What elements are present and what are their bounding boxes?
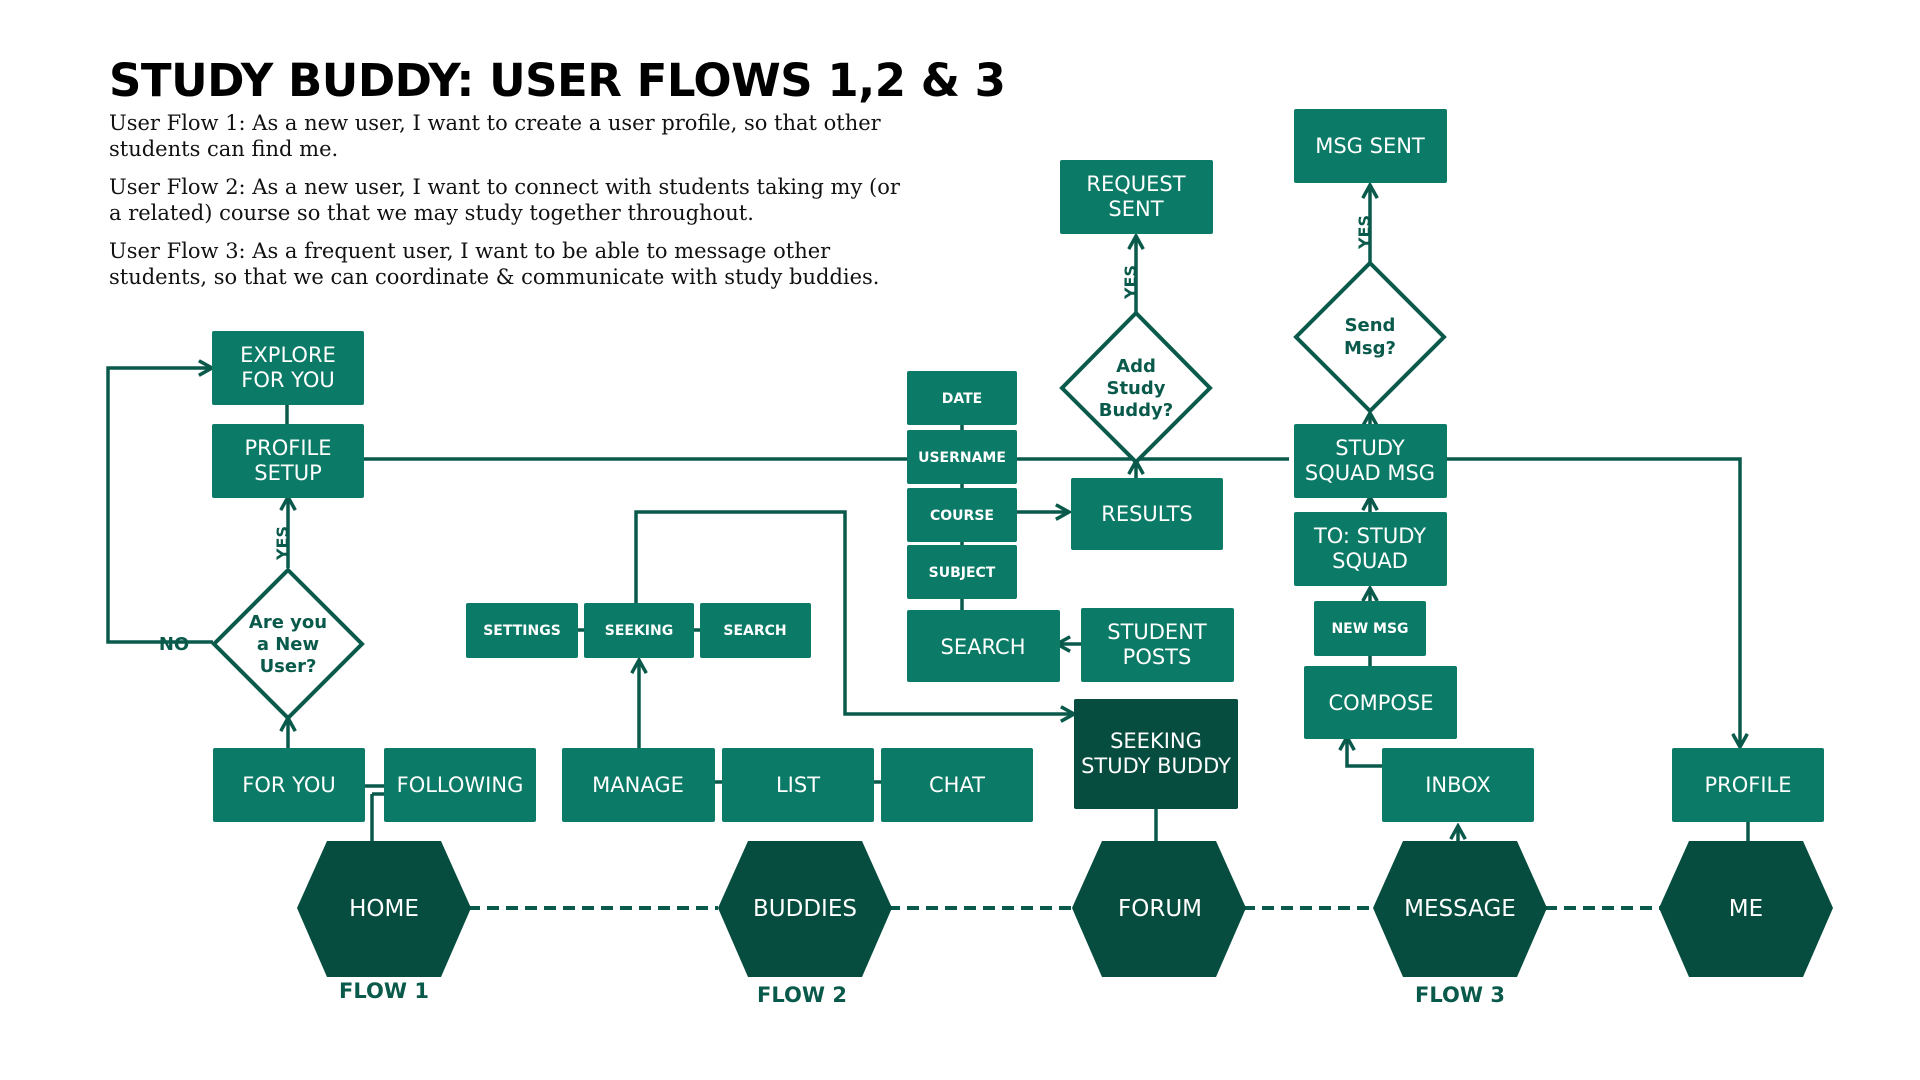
yes-label-flow3: YES <box>1355 215 1374 250</box>
node-student-posts-line1: STUDENT <box>1107 620 1207 644</box>
decision-new-user-line2: a New <box>257 634 319 655</box>
node-compose-label: COMPOSE <box>1328 691 1433 715</box>
user-flow-1-story: User Flow 1: As a new user, I want to cr… <box>109 111 881 161</box>
node-following-label: FOLLOWING <box>397 773 524 797</box>
flow-2-label: FLOW 2 <box>757 983 847 1007</box>
hex-tab-home-label: HOME <box>349 896 419 922</box>
hex-tab-forum-label: FORUM <box>1118 896 1202 922</box>
hex-tab-forum[interactable]: FORUM <box>1072 841 1246 977</box>
decision-send-msg: Send Msg? <box>1293 260 1447 414</box>
edge-home-foryou <box>362 784 385 842</box>
node-msg-sent-label: MSG SENT <box>1315 134 1425 158</box>
flow-1-label: FLOW 1 <box>339 979 429 1003</box>
node-request-sent-line2: SENT <box>1108 197 1163 221</box>
node-request-sent-line1: REQUEST <box>1086 172 1185 196</box>
decision-new-user: Are you a New User? <box>211 567 365 721</box>
decision-new-user-line1: Are you <box>249 612 327 633</box>
node-search-label: SEARCH <box>941 635 1026 659</box>
node-new-msg[interactable]: NEW MSG <box>1314 601 1426 656</box>
node-explore-line2: FOR YOU <box>241 368 334 392</box>
user-flow-2-story: User Flow 2: As a new user, I want to co… <box>109 175 900 225</box>
hex-tab-buddies[interactable]: BUDDIES <box>718 841 892 977</box>
node-profile-setup[interactable]: PROFILE SETUP <box>212 424 364 498</box>
node-settings[interactable]: SETTINGS <box>466 603 578 658</box>
node-for-you-label: FOR YOU <box>242 773 335 797</box>
node-results-label: RESULTS <box>1101 502 1193 526</box>
node-explore-line1: EXPLORE <box>240 343 336 367</box>
hex-tab-me[interactable]: ME <box>1659 841 1833 977</box>
decision-new-user-line3: User? <box>260 656 317 677</box>
node-profile-setup-line2: SETUP <box>254 461 321 485</box>
filter-username[interactable]: USERNAME <box>907 430 1017 484</box>
node-to-squad-line2: SQUAD <box>1332 549 1408 573</box>
node-study-squad-msg[interactable]: STUDY SQUAD MSG <box>1294 424 1447 498</box>
hex-tab-message-label: MESSAGE <box>1404 896 1516 922</box>
filter-date-label: DATE <box>942 391 982 407</box>
node-following[interactable]: FOLLOWING <box>384 748 536 822</box>
node-to-squad-line1: TO: STUDY <box>1313 524 1426 548</box>
hex-tab-message[interactable]: MESSAGE <box>1373 841 1547 977</box>
node-squad-msg-line1: STUDY <box>1335 436 1405 460</box>
node-seeking-label: SEEKING <box>605 623 673 639</box>
node-manage-label: MANAGE <box>592 773 684 797</box>
node-search-small-label: SEARCH <box>723 623 786 639</box>
no-label-flow1: NO <box>159 634 189 655</box>
flow-3-label: FLOW 3 <box>1415 983 1505 1007</box>
node-search-small[interactable]: SEARCH <box>700 603 811 658</box>
filter-subject-label: SUBJECT <box>929 565 996 581</box>
filter-subject[interactable]: SUBJECT <box>907 545 1017 599</box>
node-for-you[interactable]: FOR YOU <box>213 748 365 822</box>
node-seeking-study-buddy[interactable]: SEEKING STUDY BUDDY <box>1074 699 1238 809</box>
node-student-posts[interactable]: STUDENT POSTS <box>1081 608 1234 682</box>
decision-add-buddy-line1: Add <box>1116 356 1156 377</box>
node-profile-setup-line1: PROFILE <box>244 436 331 460</box>
node-seeking[interactable]: SEEKING <box>584 603 694 658</box>
edge-seeking-to-seekingbuddy <box>634 510 1074 714</box>
node-to-study-squad[interactable]: TO: STUDY SQUAD <box>1294 512 1447 586</box>
filter-course-label: COURSE <box>930 508 994 524</box>
node-chat-label: CHAT <box>929 773 985 797</box>
decision-send-msg-line2: Msg? <box>1344 338 1396 359</box>
node-new-msg-label: NEW MSG <box>1331 621 1408 637</box>
node-explore-for-you[interactable]: EXPLORE FOR YOU <box>212 331 364 405</box>
decision-add-study-buddy: Add Study Buddy? <box>1059 310 1213 465</box>
node-student-posts-line2: POSTS <box>1123 645 1192 669</box>
node-manage[interactable]: MANAGE <box>562 748 715 822</box>
edge-no-explore <box>106 368 213 644</box>
yes-label-flow2: YES <box>1121 265 1140 300</box>
node-list[interactable]: LIST <box>722 748 874 822</box>
filter-username-label: USERNAME <box>918 450 1006 466</box>
edge-inbox-compose <box>1347 737 1382 768</box>
decision-add-buddy-line3: Buddy? <box>1099 400 1173 421</box>
node-results[interactable]: RESULTS <box>1071 478 1223 550</box>
decision-send-msg-line1: Send <box>1345 315 1396 336</box>
connectors <box>106 185 1750 910</box>
filter-date[interactable]: DATE <box>907 371 1017 425</box>
hex-tab-me-label: ME <box>1729 896 1763 922</box>
node-profile[interactable]: PROFILE <box>1672 748 1824 822</box>
node-profile-label: PROFILE <box>1704 773 1791 797</box>
hex-tab-home[interactable]: HOME <box>297 841 471 977</box>
node-inbox-label: INBOX <box>1425 773 1491 797</box>
node-request-sent[interactable]: REQUEST SENT <box>1060 160 1213 234</box>
filter-course[interactable]: COURSE <box>907 488 1017 542</box>
node-chat[interactable]: CHAT <box>881 748 1033 822</box>
page-title: STUDY BUDDY: USER FLOWS 1,2 & 3 <box>109 54 1006 107</box>
yes-label-flow1: YES <box>273 526 292 561</box>
user-flow-3-story: User Flow 3: As a frequent user, I want … <box>109 239 880 289</box>
edge-squad-to-profile <box>1437 457 1740 747</box>
node-settings-label: SETTINGS <box>483 623 561 639</box>
node-inbox[interactable]: INBOX <box>1382 748 1534 822</box>
node-list-label: LIST <box>776 773 820 797</box>
hex-tab-buddies-label: BUDDIES <box>753 896 857 922</box>
node-seeking-buddy-line2: STUDY BUDDY <box>1081 754 1231 778</box>
decision-add-buddy-line2: Study <box>1106 378 1165 399</box>
node-squad-msg-line2: SQUAD MSG <box>1305 461 1435 485</box>
node-search[interactable]: SEARCH <box>907 610 1060 682</box>
node-compose[interactable]: COMPOSE <box>1304 666 1457 739</box>
node-msg-sent[interactable]: MSG SENT <box>1294 109 1447 183</box>
node-seeking-buddy-line1: SEEKING <box>1110 729 1202 753</box>
